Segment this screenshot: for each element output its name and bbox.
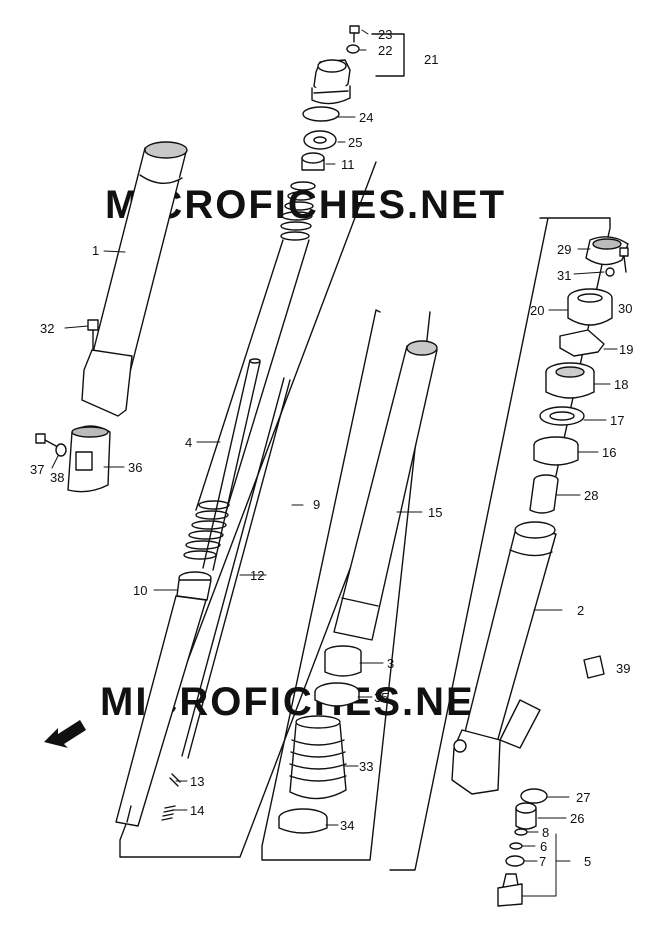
part-label-34: 34 <box>340 818 354 833</box>
washer-25 <box>303 130 337 150</box>
part-label-22: 22 <box>378 43 392 58</box>
part-label-28: 28 <box>584 488 598 503</box>
part-label-29: 29 <box>557 242 571 257</box>
bolt-32 <box>87 319 99 351</box>
inner-tube-15 <box>333 340 438 641</box>
fork-spring-upper <box>195 181 316 513</box>
part-label-10: 10 <box>133 583 147 598</box>
part-label-27: 27 <box>576 790 590 805</box>
collar-28 <box>529 474 559 514</box>
washer-8 <box>514 828 528 836</box>
part-label-26: 26 <box>570 811 584 826</box>
part-label-39: 39 <box>616 661 630 676</box>
part-label-6: 6 <box>540 839 547 854</box>
damper-rod-4 <box>202 358 261 571</box>
washer-6 <box>509 842 523 850</box>
valve-26 <box>515 802 537 830</box>
cap-bolt-21 <box>311 59 351 105</box>
outer-tube-2 <box>451 521 557 795</box>
part-label-36: 36 <box>128 460 142 475</box>
part-label-33: 33 <box>359 759 373 774</box>
fork-guard-36 <box>67 425 111 493</box>
spring-pin-13 <box>169 773 181 787</box>
part-label-25: 25 <box>348 135 362 150</box>
part-label-9: 9 <box>313 497 320 512</box>
bracket-top-screw <box>371 33 405 77</box>
outer-tube-1 <box>81 141 188 417</box>
part-label-5: 5 <box>584 854 591 869</box>
part-label-12: 12 <box>250 568 264 583</box>
slide-bushing-3 <box>324 645 362 677</box>
part-label-15: 15 <box>428 505 442 520</box>
bearing-20 <box>567 288 613 326</box>
spring-14 <box>161 805 176 821</box>
part-label-37: 37 <box>30 462 44 477</box>
part-label-32: 32 <box>40 321 54 336</box>
washer-7 <box>505 855 525 867</box>
clamp-35 <box>314 682 360 707</box>
o-ring-27 <box>520 788 548 804</box>
clamp-34 <box>278 808 328 834</box>
leader-lines <box>51 29 618 897</box>
washer-22 <box>346 44 360 54</box>
inner-tube-10 <box>115 571 212 827</box>
part-label-8: 8 <box>542 825 549 840</box>
bolt-23 <box>349 25 360 43</box>
dust-boot-33 <box>289 715 347 800</box>
part-label-24: 24 <box>359 110 373 125</box>
part-label-2: 2 <box>577 603 584 618</box>
fwd-arrow-icon: FWD <box>44 720 86 748</box>
part-labels: 1 32 4 37 38 36 9 10 12 13 14 23 22 21 2… <box>30 27 633 869</box>
bolt-30 <box>619 247 629 273</box>
part-label-17: 17 <box>610 413 624 428</box>
part-label-13: 13 <box>190 774 204 789</box>
fork-spring-lower <box>183 500 230 560</box>
bolt-5 <box>497 873 523 907</box>
part-label-30: 30 <box>618 301 632 316</box>
part-label-38: 38 <box>50 470 64 485</box>
fork-top-29 <box>585 236 629 266</box>
rod-12 <box>181 377 291 759</box>
collar-38 <box>55 443 67 457</box>
part-label-23: 23 <box>378 27 392 42</box>
label-39 <box>583 655 605 679</box>
part-label-1: 1 <box>92 243 99 258</box>
o-ring-24 <box>302 106 340 122</box>
plate-19 <box>559 329 605 357</box>
part-label-14: 14 <box>190 803 204 818</box>
seal-17 <box>539 406 585 426</box>
part-label-19: 19 <box>619 342 633 357</box>
nut-11 <box>301 152 325 171</box>
part-label-21: 21 <box>424 52 438 67</box>
part-label-31: 31 <box>557 268 571 283</box>
part-label-3: 3 <box>387 656 394 671</box>
part-label-16: 16 <box>602 445 616 460</box>
bolt-37 <box>35 433 57 447</box>
part-label-35: 35 <box>374 690 388 705</box>
bracket-center-assembly <box>261 309 431 861</box>
part-label-20: 20 <box>530 303 544 318</box>
bushing-16 <box>533 436 579 466</box>
bushing-18 <box>545 362 595 399</box>
part-label-4: 4 <box>185 435 192 450</box>
washer-31 <box>605 267 615 277</box>
part-label-7: 7 <box>539 854 546 869</box>
part-label-18: 18 <box>614 377 628 392</box>
part-label-11: 11 <box>341 157 355 172</box>
